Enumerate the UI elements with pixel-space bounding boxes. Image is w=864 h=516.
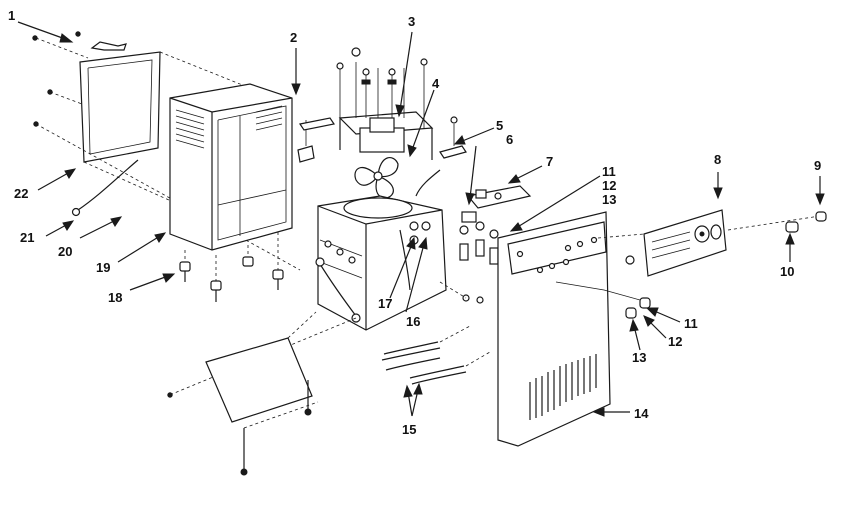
control-bracket bbox=[461, 185, 532, 223]
callout-19: 19 bbox=[96, 260, 110, 275]
callout-7: 7 bbox=[546, 154, 553, 169]
heater-elements bbox=[381, 325, 491, 385]
callout-8: 8 bbox=[714, 152, 721, 167]
callout-17: 17 bbox=[378, 296, 392, 311]
cabinet-louvers bbox=[175, 105, 283, 149]
front-grille-panel bbox=[497, 211, 611, 447]
callout-21: 21 bbox=[20, 230, 34, 245]
cabinet-feet bbox=[179, 232, 284, 302]
callout-labels: 1 2 3 4 5 6 7 8 9 10 11 12 13 11 12 13 1… bbox=[8, 8, 821, 437]
callout-2: 2 bbox=[290, 30, 297, 45]
callout-10: 10 bbox=[780, 264, 794, 279]
grille-slots bbox=[529, 354, 597, 420]
callout-16: 16 bbox=[406, 314, 420, 329]
callout-14: 14 bbox=[634, 406, 649, 421]
callout-13-bottom: 13 bbox=[632, 350, 646, 365]
callout-3: 3 bbox=[408, 14, 415, 29]
fan-blade bbox=[354, 157, 399, 199]
bottom-plate bbox=[205, 311, 319, 476]
callout-12-top: 12 bbox=[602, 178, 616, 193]
callout-12-bottom: 12 bbox=[668, 334, 682, 349]
knob-and-shaft bbox=[555, 211, 827, 319]
callout-15: 15 bbox=[402, 422, 416, 437]
callout-5: 5 bbox=[496, 118, 503, 133]
callout-20: 20 bbox=[58, 244, 72, 259]
callout-arrows bbox=[17, 21, 825, 417]
callout-11-bottom: 11 bbox=[684, 316, 698, 331]
callout-6: 6 bbox=[506, 132, 513, 147]
cabinet-housing bbox=[169, 83, 293, 251]
control-panel-plate bbox=[643, 209, 727, 277]
fan-motor-assembly bbox=[336, 47, 434, 160]
callout-4: 4 bbox=[432, 76, 440, 91]
callout-22: 22 bbox=[14, 186, 28, 201]
callout-13-top: 13 bbox=[602, 192, 616, 207]
callout-9: 9 bbox=[814, 158, 821, 173]
callout-1: 1 bbox=[8, 8, 15, 23]
callout-11-top: 11 bbox=[602, 164, 616, 179]
small-brackets bbox=[297, 116, 467, 197]
callout-18: 18 bbox=[108, 290, 122, 305]
rear-panel bbox=[32, 31, 301, 271]
control-knobs bbox=[439, 221, 499, 304]
